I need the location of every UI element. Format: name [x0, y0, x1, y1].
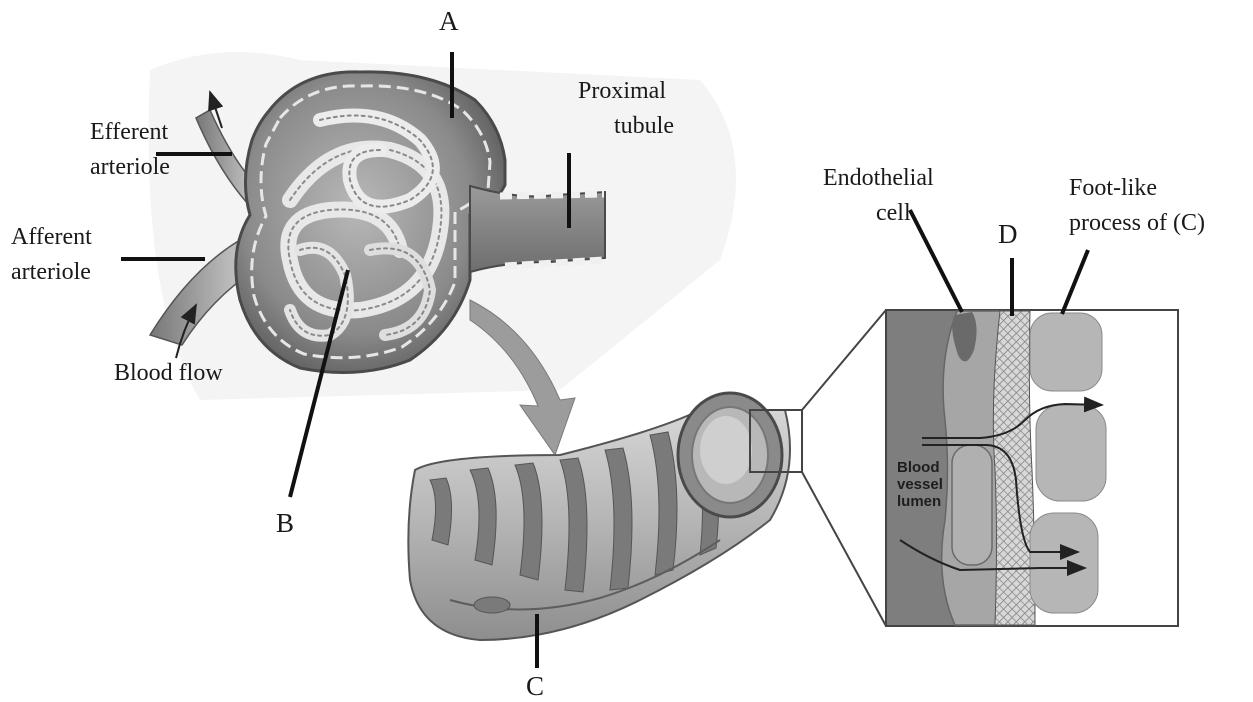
- label-proximal-line2: tubule: [614, 111, 674, 141]
- label-foot-line2: process of (C): [1069, 208, 1205, 238]
- label-a: A: [439, 6, 459, 36]
- label-blood-flow: Blood flow: [114, 358, 223, 388]
- lumen-line3: lumen: [897, 493, 943, 510]
- lumen-line1: Blood: [897, 459, 943, 476]
- label-efferent-line2: arteriole: [90, 152, 170, 182]
- label-b: B: [276, 508, 294, 538]
- label-d: D: [998, 219, 1018, 249]
- label-endothelial-line2: cell: [876, 198, 911, 228]
- zoom-connector-top: [802, 310, 886, 410]
- capillary-segment: [408, 393, 790, 640]
- label-proximal-line1: Proximal: [578, 76, 666, 106]
- lumen-line2: vessel: [897, 476, 943, 493]
- label-efferent-line1: Efferent: [90, 117, 168, 147]
- label-foot-line1: Foot-like: [1069, 173, 1157, 203]
- label-afferent-line2: arteriole: [11, 257, 91, 287]
- zoom-connector-bottom: [802, 472, 886, 626]
- label-endothelial-line1: Endothelial: [823, 163, 934, 193]
- label-c: C: [526, 671, 544, 701]
- label-blood-vessel-lumen: Blood vessel lumen: [897, 459, 943, 510]
- proximal-tubule: [470, 186, 605, 272]
- label-afferent-line1: Afferent: [11, 222, 92, 252]
